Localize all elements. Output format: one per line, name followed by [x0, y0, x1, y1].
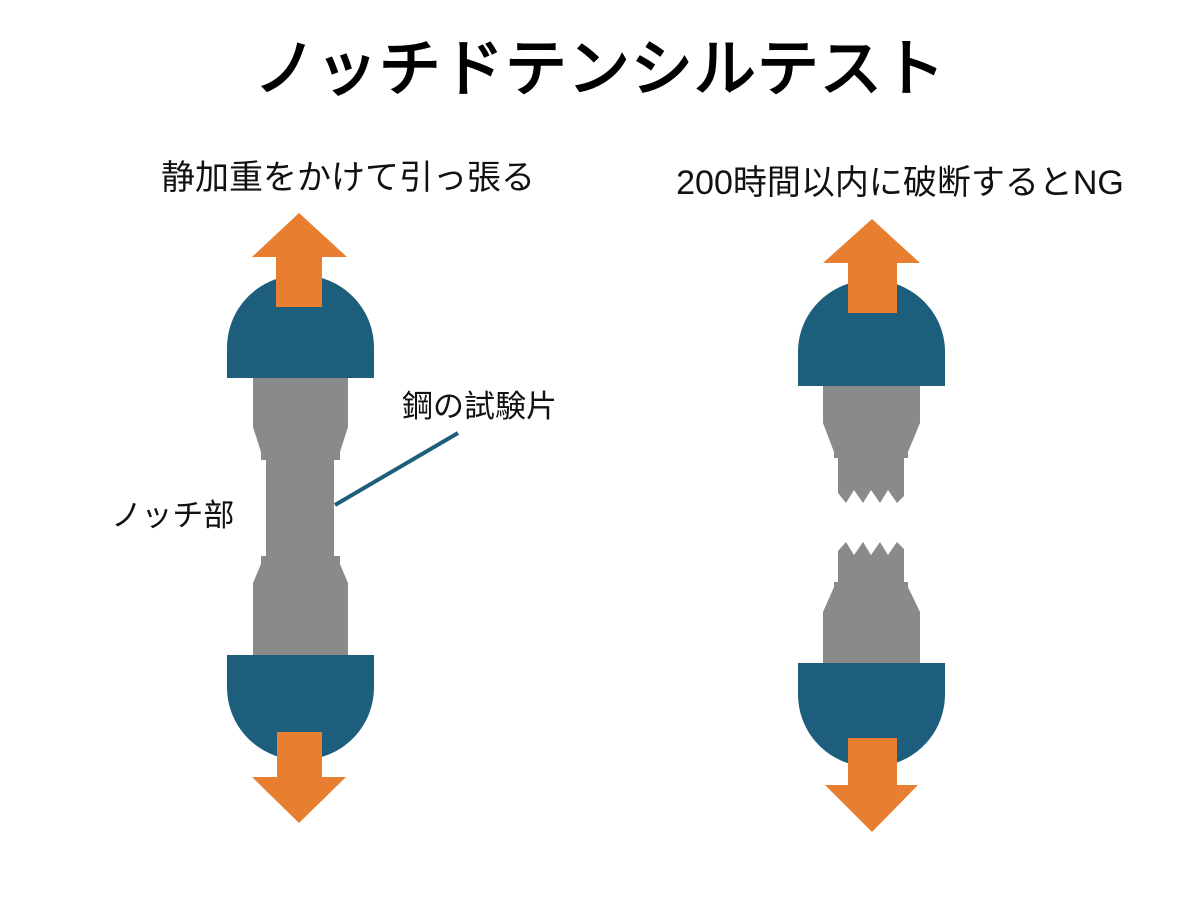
right-caption: 200時間以内に破断するとNG: [676, 164, 1124, 202]
page-title: ノッチドテンシルテスト: [254, 35, 946, 104]
left-caption: 静加重をかけて引っ張る: [161, 159, 535, 197]
up-arrow-icon: [252, 213, 347, 307]
up-arrow-icon: [823, 219, 920, 313]
down-arrow-icon: [252, 732, 346, 823]
right-specimen-group: [798, 219, 945, 832]
down-arrow-icon: [825, 738, 918, 832]
specimen-label: 鋼の試験片: [402, 389, 557, 424]
left-specimen-group: [227, 213, 460, 823]
notch-label: ノッチ部: [111, 498, 235, 533]
right-specimen-upper-half: [823, 386, 920, 503]
right-top-grip: [798, 280, 945, 386]
specimen-leader-line: [333, 431, 460, 507]
right-specimen-lower-half: [823, 542, 920, 663]
left-specimen-body: [253, 377, 348, 660]
left-bottom-grip: [227, 655, 374, 760]
left-top-grip: [227, 275, 374, 378]
right-bottom-grip: [798, 663, 945, 767]
